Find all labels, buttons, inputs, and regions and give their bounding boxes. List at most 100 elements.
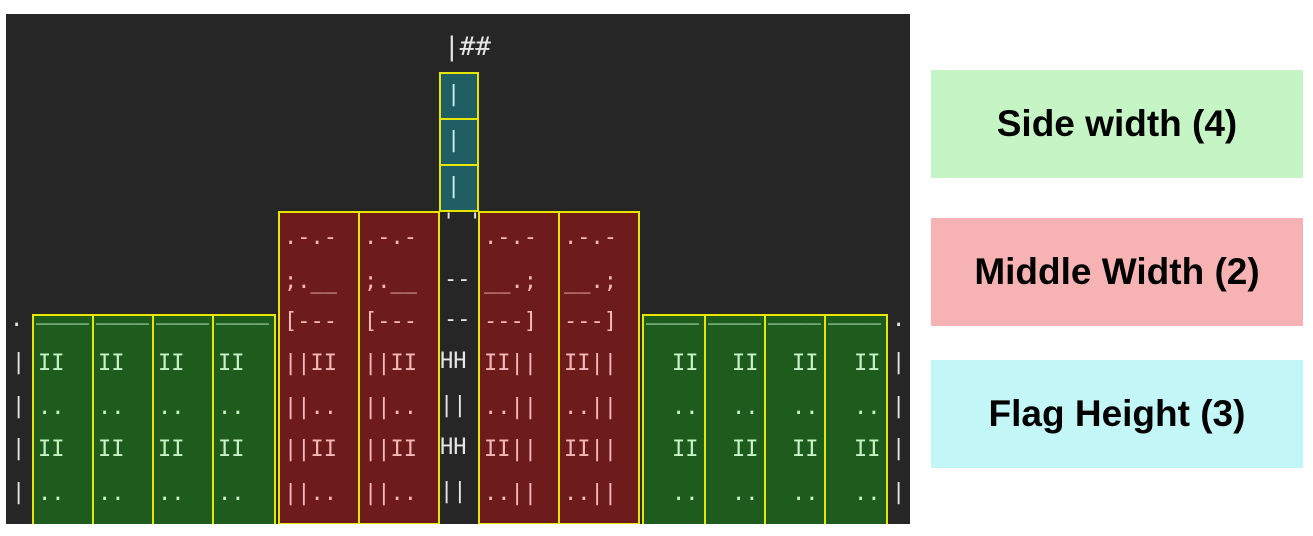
middle-block-right-1: .-.- __.; ---] II|| ..|| II|| ..|| (478, 211, 560, 524)
side-row-i: II (854, 351, 881, 376)
middle-door-1: II|| (564, 351, 617, 376)
middle-row-2: ;.__ (364, 269, 417, 294)
flag-pole-text: | (447, 174, 461, 199)
side-row-i: II (98, 351, 125, 376)
legend-side-width-label: Side width (4) (996, 103, 1238, 144)
side-right-edge-bar: | (892, 394, 906, 419)
middle-door-2: ..|| (484, 395, 537, 420)
middle-row-1: .-.- (284, 225, 337, 250)
middle-door-3: ||II (284, 437, 337, 462)
middle-row-2: __.; (564, 269, 617, 294)
side-row-i: II (98, 437, 125, 462)
side-row-d: .. (38, 395, 65, 420)
middle-door-3: ||II (364, 437, 417, 462)
terminal-canvas: |## | | | ' ' .-.- ;.__ [--- ||II ||.. |… (6, 14, 910, 524)
side-row-i: II (732, 437, 759, 462)
middle-row-2: __.; (484, 269, 537, 294)
side-row-d: .. (98, 395, 125, 420)
middle-door-3: II|| (484, 437, 537, 462)
middle-row-3: ---] (564, 309, 617, 334)
side-row-d: .. (732, 395, 759, 420)
side-right-block-4: ____ II .. II .. (824, 302, 888, 524)
legend-flag-height-label: Flag Height (3) (988, 393, 1246, 434)
flag-segment-3: | (439, 164, 479, 212)
side-roof: ____ (646, 300, 699, 325)
side-right-block-3: ____ II .. II .. (764, 302, 826, 524)
side-right-edge-dot: . (892, 307, 906, 332)
center-row-3: -- (444, 307, 471, 332)
middle-row-3: [--- (364, 309, 417, 334)
side-right-block-2: ____ II .. II .. (704, 302, 766, 524)
side-right-edge-bar: | (892, 480, 906, 505)
side-right-edge-bar: | (892, 350, 906, 375)
side-roof: ____ (828, 300, 881, 325)
side-row-i: II (672, 351, 699, 376)
middle-door-2: ..|| (564, 395, 617, 420)
middle-row-1: .-.- (364, 225, 417, 250)
side-row-d: .. (158, 481, 185, 506)
side-roof: ____ (708, 300, 761, 325)
side-row-d: .. (158, 395, 185, 420)
middle-row-2: ;.__ (284, 269, 337, 294)
side-left-block-4: ____ II .. II .. (212, 302, 276, 524)
side-left-block-3: ____ II .. II .. (152, 302, 214, 524)
side-row-i: II (218, 351, 245, 376)
center-pipes-2: || (440, 479, 467, 504)
side-left-edge-bar: | (12, 480, 26, 505)
legend-flag-height: Flag Height (3) (931, 360, 1303, 468)
center-hh-1: HH (440, 349, 467, 374)
side-left-block-2: ____ II .. II .. (92, 302, 154, 524)
side-row-d: .. (218, 481, 245, 506)
side-row-d: .. (732, 481, 759, 506)
side-roof: ____ (96, 300, 149, 325)
middle-block-left-1: .-.- ;.__ [--- ||II ||.. ||II ||.. (278, 211, 360, 524)
middle-door-3: II|| (564, 437, 617, 462)
side-right-block-1: ____ II .. II .. (642, 302, 706, 524)
side-row-d: .. (672, 481, 699, 506)
side-roof: ____ (36, 300, 89, 325)
middle-door-1: ||II (364, 351, 417, 376)
flag-segment-1: | (439, 72, 479, 120)
side-row-i: II (854, 437, 881, 462)
side-row-d: .. (792, 481, 819, 506)
side-row-i: II (792, 351, 819, 376)
side-row-i: II (38, 437, 65, 462)
side-left-edge-bar: | (12, 350, 26, 375)
middle-door-4: ||.. (284, 481, 337, 506)
legend-middle-width-label: Middle Width (2) (974, 251, 1260, 292)
middle-block-left-2: .-.- ;.__ [--- ||II ||.. ||II ||.. (358, 211, 440, 524)
middle-door-1: II|| (484, 351, 537, 376)
center-row-2: -- (444, 267, 471, 292)
side-row-i: II (732, 351, 759, 376)
side-row-i: II (158, 351, 185, 376)
side-row-i: II (38, 351, 65, 376)
legend-side-width: Side width (4) (931, 70, 1303, 178)
side-row-d: .. (38, 481, 65, 506)
center-hh-2: HH (440, 435, 467, 460)
middle-door-4: ..|| (564, 481, 617, 506)
middle-door-1: ||II (284, 351, 337, 376)
side-left-edge-dot: . (10, 307, 24, 332)
flag-base-text: ' ' (442, 210, 482, 235)
middle-row-3: ---] (484, 309, 537, 334)
middle-door-4: ||.. (364, 481, 417, 506)
side-row-d: .. (792, 395, 819, 420)
side-left-block-1: ____ II .. II .. (32, 302, 94, 524)
flag-segment-2: | (439, 118, 479, 166)
side-roof: ____ (768, 300, 821, 325)
legend-middle-width: Middle Width (2) (931, 218, 1303, 326)
side-row-i: II (158, 437, 185, 462)
side-right-edge-bar: | (892, 436, 906, 461)
middle-block-right-2: .-.- __.; ---] II|| ..|| II|| ..|| (558, 211, 640, 524)
flag-pole-text: | (447, 82, 461, 107)
middle-door-2: ||.. (364, 395, 417, 420)
side-row-i: II (792, 437, 819, 462)
side-roof: ____ (156, 300, 209, 325)
side-row-d: .. (854, 395, 881, 420)
flag-top-text: |## (444, 32, 491, 62)
side-row-d: .. (854, 481, 881, 506)
middle-door-4: ..|| (484, 481, 537, 506)
side-row-i: II (218, 437, 245, 462)
side-roof: ____ (216, 300, 269, 325)
side-row-d: .. (672, 395, 699, 420)
